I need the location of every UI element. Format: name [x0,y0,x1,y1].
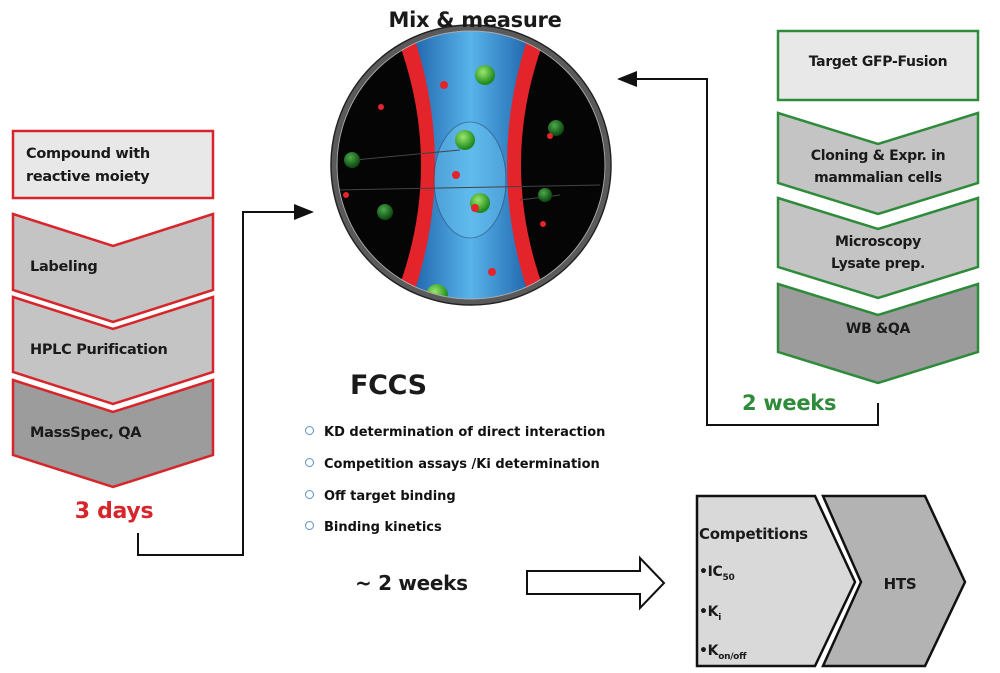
left-step-1-box [11,129,215,200]
fccs-duration-label: ~ 2 weeks [355,571,468,595]
fccs-bullet-4: Binding kinetics [305,520,442,535]
right-step-2-label: Cloning & Expr. in mammalian cells [810,148,946,186]
right-duration-label: 2 weeks [742,391,837,415]
left-step-1-label: Compound with reactive moiety [26,146,150,185]
competitions-item-kon-off: •Kon/off [699,643,747,662]
left-to-center-arrow [137,204,314,556]
right-step-1-box [776,29,980,102]
left-step-3-chevron [11,295,215,406]
fccs-heading: FCCS [350,370,427,401]
left-step-2-label: Labeling [30,259,98,275]
bullet-circle-icon [305,426,314,435]
competitions-item-ic50: •IC50 [699,564,735,583]
left-step-3-label: HPLC Purification [30,342,168,358]
hts-label: HTS [883,575,917,593]
progress-block-arrow [526,555,666,611]
right-step-3-chevron [776,196,980,300]
right-step-2-chevron [776,111,980,216]
right-step-1-label: Target GFP-Fusion [808,54,948,70]
fccs-bullet-2: Competition assays /Ki determination [305,457,600,472]
bullet-circle-icon [305,490,314,499]
fccs-bullet-1: KD determination of direct interaction [305,425,605,440]
competitions-item-ki: •Ki [699,604,721,623]
hts-chevron [821,494,967,668]
left-duration-label: 3 days [74,499,154,524]
left-step-4-label: MassSpec, QA [30,425,142,441]
bullet-circle-icon [305,521,314,530]
right-step-4-chevron [776,282,980,385]
left-step-4-chevron [11,378,215,489]
competitions-title: Competitions [699,525,808,543]
right-step-3-label: Microscopy Lysate prep. [830,234,926,272]
left-step-2-chevron [11,212,215,324]
right-step-4-label: WB &QA [845,321,911,337]
fccs-bullet-3: Off target binding [305,489,456,504]
bullet-circle-icon [305,458,314,467]
right-flow [776,29,980,385]
left-flow [11,129,215,489]
diagram-title: Mix & measure [388,8,562,32]
competitions-chevron [695,494,857,668]
confocal-volume-illustration [330,24,612,306]
right-to-center-arrow [617,71,879,426]
